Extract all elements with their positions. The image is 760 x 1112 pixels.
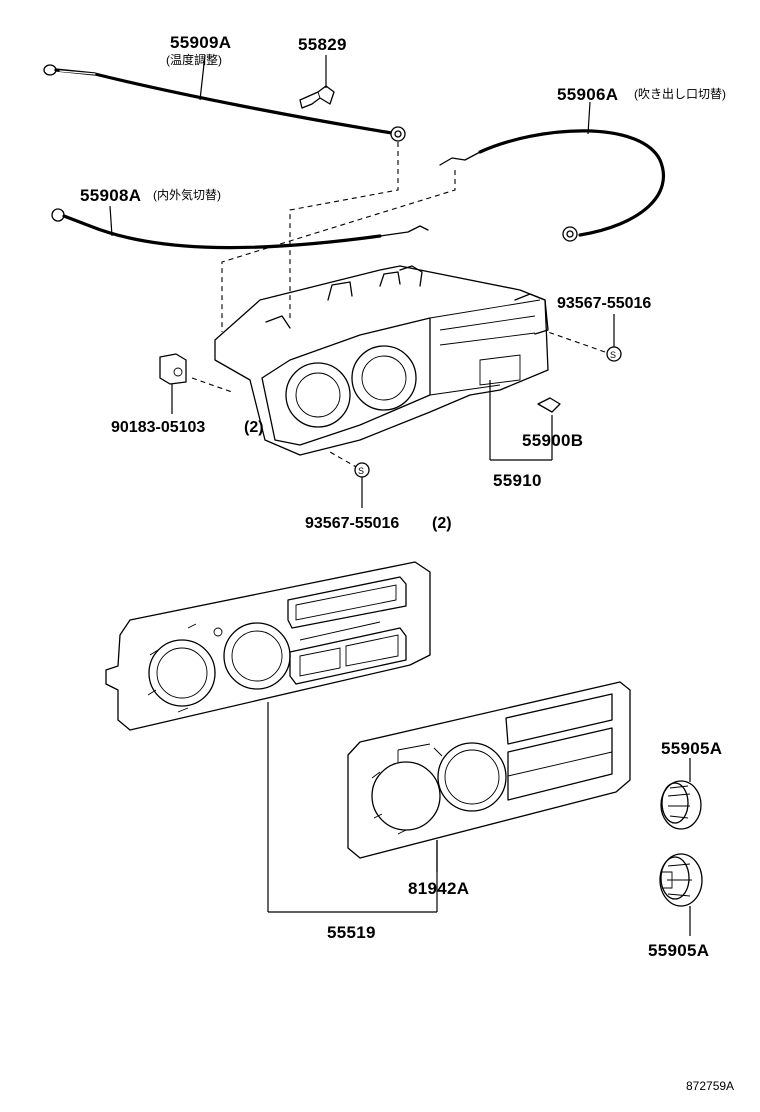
assembly-guide-lines — [191, 142, 606, 469]
label-55906A: 55906A — [557, 85, 618, 104]
qty-90183: (2) — [244, 419, 264, 436]
leader-55906A — [587, 101, 591, 135]
label-90183: 90183-05103 — [111, 419, 205, 436]
label-55829: 55829 — [298, 35, 347, 54]
label-81942A: 81942A — [408, 879, 469, 898]
label-55908A: 55908A — [80, 186, 141, 205]
screw-symbol-top: S — [610, 350, 616, 360]
cable-55908A[interactable] — [51, 208, 429, 250]
cable-55906A[interactable] — [439, 129, 666, 242]
knob-55905A-top[interactable] — [660, 780, 702, 830]
panel-81942A[interactable] — [347, 681, 631, 859]
screw-93567-top[interactable]: S — [606, 346, 622, 362]
note-55906A: (吹き出し口切替) — [634, 87, 726, 101]
qty-93567-bottom: (2) — [432, 515, 452, 532]
label-55905A-bottom: 55905A — [648, 941, 709, 960]
screw-symbol-bottom: S — [358, 466, 364, 476]
label-55909A: 55909A — [170, 33, 231, 52]
label-55519: 55519 — [327, 923, 376, 942]
label-93567-top: 93567-55016 — [557, 295, 651, 312]
label-55900B: 55900B — [522, 431, 583, 450]
part-55900B[interactable] — [537, 397, 561, 413]
panel-55519[interactable] — [105, 561, 431, 731]
drawing-id: 872759A — [686, 1079, 734, 1093]
note-55909A: (温度調整) — [166, 52, 222, 67]
control-assembly-55910[interactable] — [214, 265, 549, 456]
knob-55905A-bottom[interactable] — [659, 853, 703, 907]
clip-55829[interactable] — [299, 85, 335, 109]
label-55910: 55910 — [493, 471, 542, 490]
label-93567-bottom: 93567-55016 — [305, 515, 399, 532]
screw-93567-bottom[interactable]: S — [354, 462, 370, 478]
label-55905A-top: 55905A — [661, 739, 722, 758]
leader-55908A — [109, 205, 113, 237]
note-55908A: (内外気切替) — [153, 187, 221, 202]
cable-55909A[interactable] — [43, 64, 406, 142]
leader-55909A — [199, 54, 206, 101]
nut-90183-05103[interactable] — [159, 353, 187, 385]
